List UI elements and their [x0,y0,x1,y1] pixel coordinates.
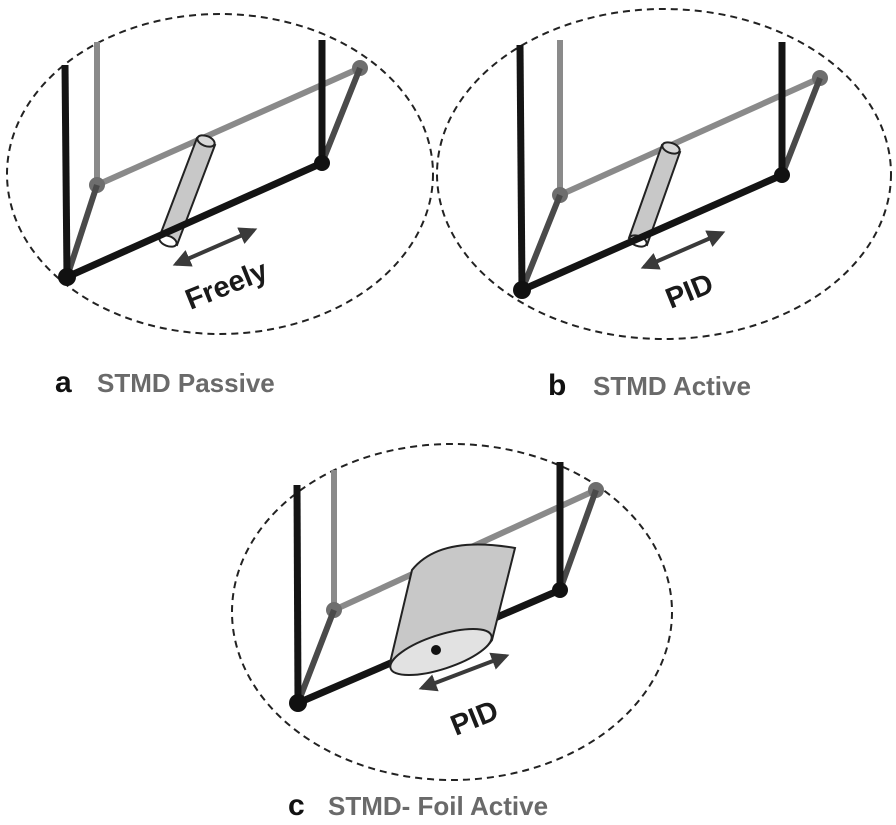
panel-a-motion-arrow [172,227,258,267]
panel-a-motion-label: Freely [181,255,272,317]
panel-a: Freely a STMD Passive [6,13,434,399]
panel-b-title: STMD Active [593,371,751,401]
panel-c: PID c STMD- Foil Active [231,443,673,822]
panel-b-joint-front-left [513,281,531,299]
panel-a-joint-front-right [314,155,330,171]
panel-c-boundary [231,443,673,781]
panel-c-motion-label: PID [446,695,503,743]
panel-c-letter: c [288,789,305,822]
panel-b-motion-arrow [640,230,726,270]
panel-c-motion-arrow [418,652,510,692]
panel-a-boundary [6,13,434,335]
panel-b-letter: b [548,369,566,402]
panel-b-motion-label: PID [661,268,718,316]
panel-a-letter: a [55,366,72,399]
panel-c-joint-front-right [552,582,568,598]
panel-b-boundary [436,8,892,340]
panel-c-joint-front-left [289,694,307,712]
panel-b: PID b STMD Active [436,8,892,402]
panel-a-damper-cylinder [157,134,217,248]
panel-b-joint-front-right [774,167,790,183]
panel-c-foil [388,543,517,677]
panel-a-title: STMD Passive [97,368,275,398]
panel-a-joint-front-left [58,268,76,286]
panel-c-title: STMD- Foil Active [328,791,548,821]
